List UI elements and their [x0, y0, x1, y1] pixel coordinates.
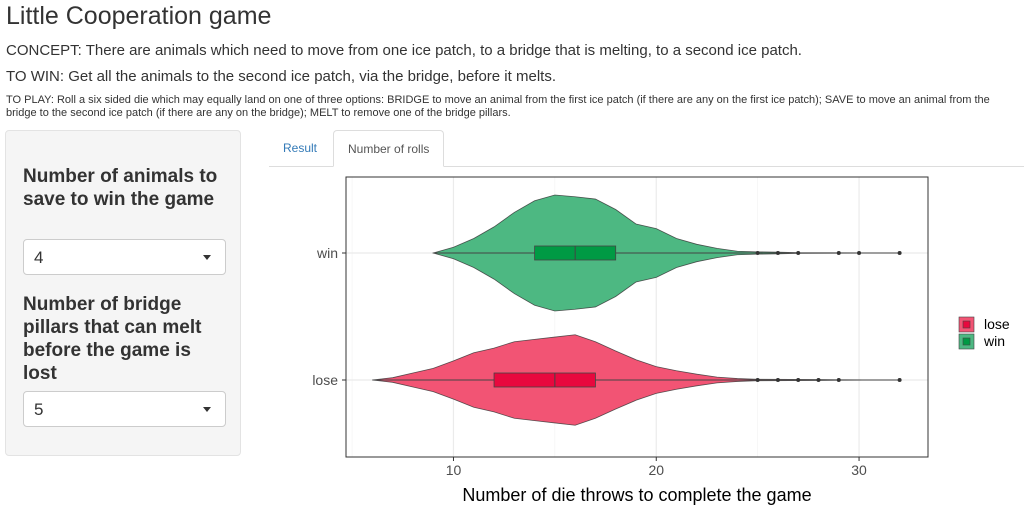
x-axis-label: Number of die throws to complete the gam…: [462, 485, 811, 505]
legend-label: lose: [984, 316, 1010, 332]
box-lose: [493, 372, 596, 388]
outlier-point: [836, 251, 841, 255]
outlier-point: [897, 378, 902, 382]
legend-box-lose: [962, 320, 971, 329]
pillars-value: 5: [34, 400, 44, 419]
y-tick-label: lose: [312, 372, 338, 388]
to-win-text: TO WIN: Get all the animals to the secon…: [6, 68, 556, 85]
x-tick-label: 30: [851, 462, 867, 478]
tab-result[interactable]: Result: [283, 141, 318, 155]
page-title: Little Cooperation game: [6, 2, 272, 30]
concept-text: CONCEPT: There are animals which need to…: [6, 42, 802, 59]
legend-box-win: [962, 337, 971, 346]
outlier-point: [857, 251, 862, 255]
caret-down-icon: [203, 255, 211, 260]
outlier-point: [836, 378, 841, 382]
pillars-label: Number of bridge pillars that can melt b…: [23, 294, 202, 384]
tab-number-of-rolls[interactable]: Number of rolls: [333, 130, 445, 167]
animals-value: 4: [34, 248, 44, 267]
sidebar-panel: Number of animals to save to win the gam…: [5, 130, 241, 456]
animals-select[interactable]: 4: [23, 239, 226, 275]
to-play-text: TO PLAY: Roll a six sided die which may …: [6, 94, 990, 119]
tab-bar: Result Number of rolls: [269, 130, 1024, 167]
outlier-point: [755, 378, 760, 382]
y-tick-label: win: [316, 245, 338, 261]
outlier-point: [897, 251, 902, 255]
plot-panel: [346, 177, 928, 457]
outlier-point: [796, 378, 801, 382]
legend-label: win: [983, 333, 1005, 349]
outlier-point: [796, 251, 801, 255]
outlier-point: [775, 378, 780, 382]
plot-border: [345, 176, 929, 458]
caret-down-icon: [203, 407, 211, 412]
x-tick-label: 20: [648, 462, 664, 478]
x-tick-label: 10: [446, 462, 462, 478]
outlier-point: [816, 378, 821, 382]
pillars-select[interactable]: 5: [23, 391, 226, 427]
outlier-point: [755, 251, 760, 255]
animals-label: Number of animals to save to win the gam…: [23, 166, 218, 210]
outlier-point: [775, 251, 780, 255]
